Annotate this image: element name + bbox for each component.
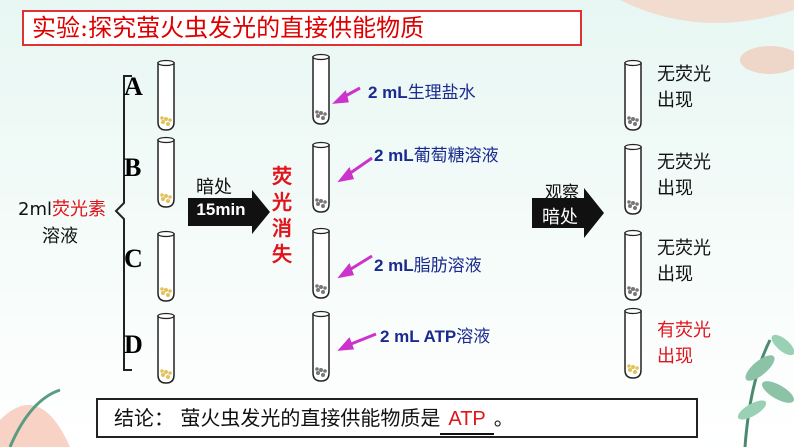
result-b-line1: 无荧光: [657, 152, 711, 173]
step2-arrow-text: 暗处: [542, 207, 578, 228]
tube-b-col2: [312, 141, 330, 213]
step1-label: 暗处: [196, 177, 232, 198]
tube-a-col1: [157, 59, 175, 131]
tube-b-col3: [624, 143, 642, 215]
source-highlight: 荧光素: [52, 199, 106, 220]
tube-letter-c: C: [124, 244, 143, 273]
process-arrow-2: [532, 188, 604, 238]
result-d-line2: 出现: [657, 346, 693, 367]
tube-letter-d: D: [124, 330, 143, 359]
result-c-line2: 出现: [657, 264, 693, 285]
conclusion-suffix: 。: [493, 406, 514, 430]
source-prefix: 2ml: [18, 199, 52, 220]
reagent-num-d: 2 mL ATP: [380, 327, 457, 346]
result-d-line1: 有荧光: [657, 320, 711, 341]
tube-d-col3: [624, 307, 642, 379]
reagent-label-d: 2 mL ATP溶液: [380, 322, 490, 347]
reagent-name-a: 生理盐水: [407, 83, 476, 103]
result-a-line1: 无荧光: [657, 64, 711, 85]
fade-text: 荧光消失: [272, 164, 292, 266]
result-c-line1: 无荧光: [657, 238, 711, 259]
source-label: 2ml荧光素: [18, 195, 106, 221]
result-a-line2: 出现: [657, 90, 693, 111]
tube-a-col3: [624, 59, 642, 131]
result-a: 无荧光出现: [657, 62, 711, 114]
reagent-num-a: 2 mL: [368, 83, 408, 102]
reagent-name-d: 溶液: [456, 327, 491, 347]
reagent-label-c: 2 mL脂肪溶液: [374, 251, 482, 276]
step1-arrow-text: 15min: [196, 200, 246, 219]
tube-c-col3: [624, 229, 642, 301]
result-b: 无荧光出现: [657, 150, 711, 202]
tube-c-col1: [157, 230, 175, 302]
tube-c-col2: [312, 227, 330, 299]
pointer-arrows: [332, 86, 377, 351]
step2-label: 观察: [545, 183, 579, 203]
conclusion-answer: ATP: [440, 405, 494, 435]
reagent-label-b: 2 mL葡萄糖溶液: [374, 141, 499, 166]
tube-letter-b: B: [124, 153, 142, 182]
tube-d-col2: [312, 310, 330, 382]
reagent-name-c: 脂肪溶液: [413, 256, 482, 276]
reagent-label-a: 2 mL生理盐水: [368, 78, 476, 103]
source-suffix: 溶液: [42, 226, 78, 247]
conclusion-prefix: 结论： 萤火虫发光的直接供能物质是: [114, 406, 441, 430]
tube-a-col2: [312, 53, 330, 125]
tube-d-col1: [157, 312, 175, 384]
reagent-name-b: 葡萄糖溶液: [413, 146, 499, 166]
result-d: 有荧光出现: [657, 318, 711, 370]
reagent-num-c: 2 mL: [374, 256, 414, 275]
result-b-line2: 出现: [657, 178, 693, 199]
result-c: 无荧光出现: [657, 236, 711, 288]
tube-b-col1: [157, 136, 175, 208]
process-arrow-1: [188, 190, 270, 234]
reagent-num-b: 2 mL: [374, 146, 414, 165]
tube-letter-a: A: [124, 72, 143, 101]
page-title: 实验:探究萤火虫发光的直接供能物质: [22, 10, 582, 46]
